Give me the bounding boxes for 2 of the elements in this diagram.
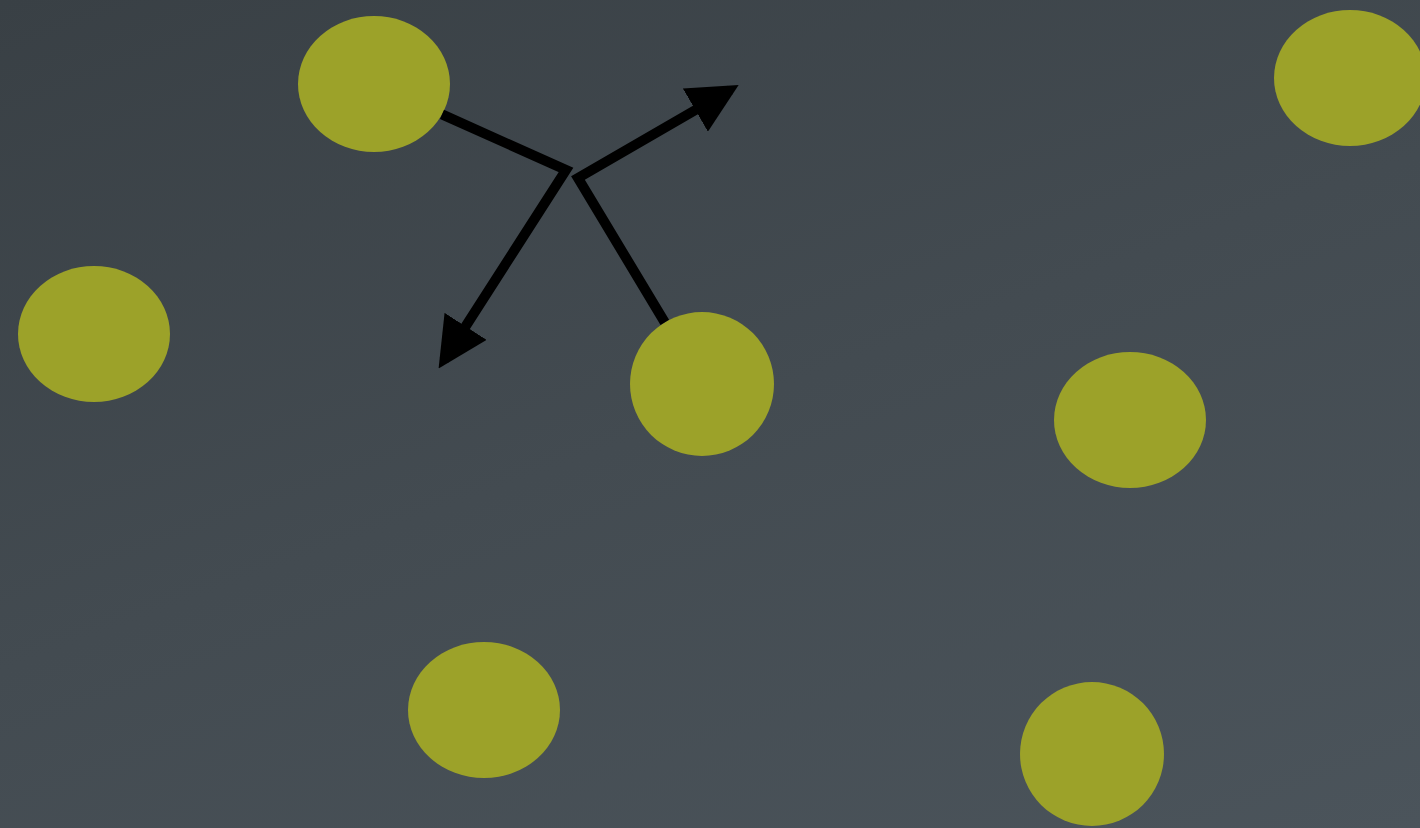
arrow [571, 85, 739, 325]
arrow [438, 109, 574, 369]
